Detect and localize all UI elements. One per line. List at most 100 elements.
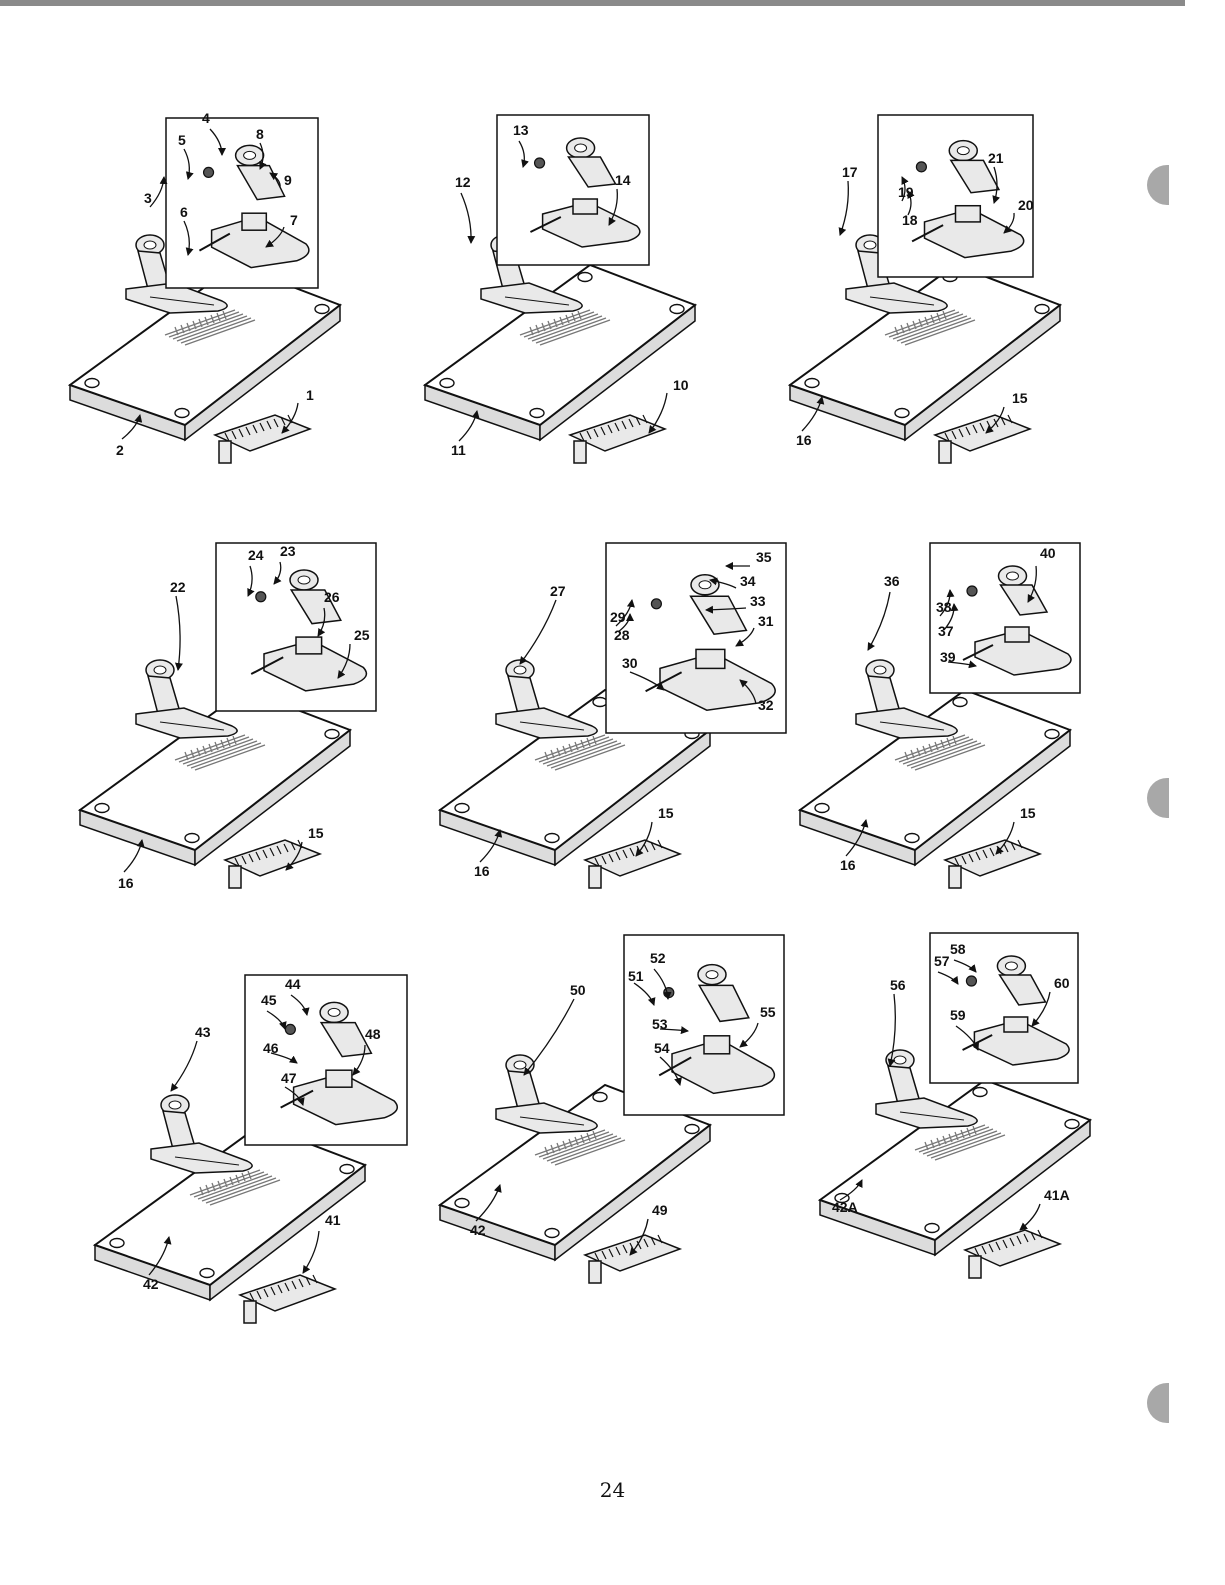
part-callout-7: 7: [290, 212, 298, 228]
presser-foot: [151, 1095, 252, 1173]
part-callout-2: 2: [116, 442, 124, 458]
part-callout-15: 15: [658, 805, 674, 821]
part-callout-3: 3: [144, 190, 152, 206]
leader-arrow: [461, 193, 471, 243]
feed-dog: [215, 415, 310, 463]
part-callout-16: 16: [474, 863, 490, 879]
part-callout-20: 20: [1018, 197, 1034, 213]
part-callout-16: 16: [796, 432, 812, 448]
part-callout-39: 39: [940, 649, 956, 665]
panel-p2: 10 11 12 13 14: [425, 115, 695, 463]
part-callout-21: 21: [988, 150, 1004, 166]
panel-p3: 15161718192021: [790, 115, 1060, 463]
part-callout-27: 27: [550, 583, 566, 599]
part-callout-32: 32: [758, 697, 774, 713]
part-callout-36: 36: [884, 573, 900, 589]
part-callout-12: 12: [455, 174, 471, 190]
part-callout-13: 13: [513, 122, 529, 138]
part-callout-41: 41: [325, 1212, 341, 1228]
part-callout-6: 6: [180, 204, 188, 220]
part-callout-50: 50: [570, 982, 586, 998]
part-callout-5: 5: [178, 132, 186, 148]
part-callout-42: 42: [143, 1276, 159, 1292]
part-callout-42: 42: [470, 1222, 486, 1238]
exploded-view-inset: [166, 118, 318, 288]
part-callout-33: 33: [750, 593, 766, 609]
panel-p1: 1 2 3 45 6 7 8 9: [70, 110, 340, 463]
panel-p5: 15 16 27 28 29 30 31 32 33 3435: [440, 543, 786, 888]
leader-arrow: [868, 592, 890, 650]
part-callout-56: 56: [890, 977, 906, 993]
feed-dog: [570, 415, 665, 463]
part-callout-17: 17: [842, 164, 858, 180]
part-callout-53: 53: [652, 1016, 668, 1032]
part-callout-58: 58: [950, 941, 966, 957]
part-callout-4: 4: [202, 110, 210, 126]
panel-p9: 41A42A5657585960: [820, 933, 1090, 1278]
part-callout-29: 29: [610, 609, 626, 625]
presser-foot: [496, 1055, 597, 1133]
feed-dog: [225, 840, 320, 888]
feed-dog: [585, 1235, 680, 1283]
part-callout-31: 31: [758, 613, 774, 629]
part-callout-43: 43: [195, 1024, 211, 1040]
feed-dog: [240, 1275, 335, 1323]
part-callout-28: 28: [614, 627, 630, 643]
part-callout-8: 8: [256, 126, 264, 142]
throat-plate: [820, 1080, 1090, 1255]
part-callout-1: 1: [306, 387, 314, 403]
part-callout-14: 14: [615, 172, 631, 188]
presser-foot: [496, 660, 597, 738]
part-callout-10: 10: [673, 377, 689, 393]
leader-arrow: [840, 181, 848, 235]
part-callout-26: 26: [324, 589, 340, 605]
part-callout-38: 38: [936, 599, 952, 615]
part-callout-49: 49: [652, 1202, 668, 1218]
leader-arrow: [150, 177, 164, 207]
part-callout-46: 46: [263, 1040, 279, 1056]
part-callout-51: 51: [628, 968, 644, 984]
part-callout-57: 57: [934, 953, 950, 969]
leader-arrow: [171, 1041, 197, 1091]
part-callout-42A: 42A: [832, 1199, 858, 1215]
part-callout-52: 52: [650, 950, 666, 966]
part-callout-30: 30: [622, 655, 638, 671]
exploded-view-inset: [216, 543, 376, 711]
feed-dog: [585, 840, 680, 888]
part-callout-15: 15: [1012, 390, 1028, 406]
part-callout-60: 60: [1054, 975, 1070, 991]
leader-arrow: [1020, 1204, 1040, 1230]
panel-p6: 15163637383940: [800, 543, 1080, 888]
part-callout-45: 45: [261, 992, 277, 1008]
part-callout-22: 22: [170, 579, 186, 595]
part-callout-9: 9: [284, 172, 292, 188]
part-callout-19: 19: [898, 184, 914, 200]
part-callout-54: 54: [654, 1040, 670, 1056]
part-callout-15: 15: [308, 825, 324, 841]
exploded-view-inset: [624, 935, 784, 1115]
part-callout-25: 25: [354, 627, 370, 643]
part-callout-40: 40: [1040, 545, 1056, 561]
exploded-view-inset: [930, 543, 1080, 693]
feed-dog: [935, 415, 1030, 463]
part-callout-35: 35: [756, 549, 772, 565]
part-callout-34: 34: [740, 573, 756, 589]
part-callout-24: 24: [248, 547, 264, 563]
feed-dog: [965, 1230, 1060, 1278]
throat-plate: [425, 265, 695, 440]
throat-plate: [790, 265, 1060, 440]
part-callout-48: 48: [365, 1026, 381, 1042]
part-callout-59: 59: [950, 1007, 966, 1023]
leader-arrow: [176, 596, 180, 670]
part-callout-16: 16: [840, 857, 856, 873]
part-callout-47: 47: [281, 1070, 297, 1086]
feed-dog: [945, 840, 1040, 888]
part-callout-44: 44: [285, 976, 301, 992]
part-callout-11: 11: [451, 442, 466, 458]
part-callout-15: 15: [1020, 805, 1036, 821]
part-callout-23: 23: [280, 543, 296, 559]
